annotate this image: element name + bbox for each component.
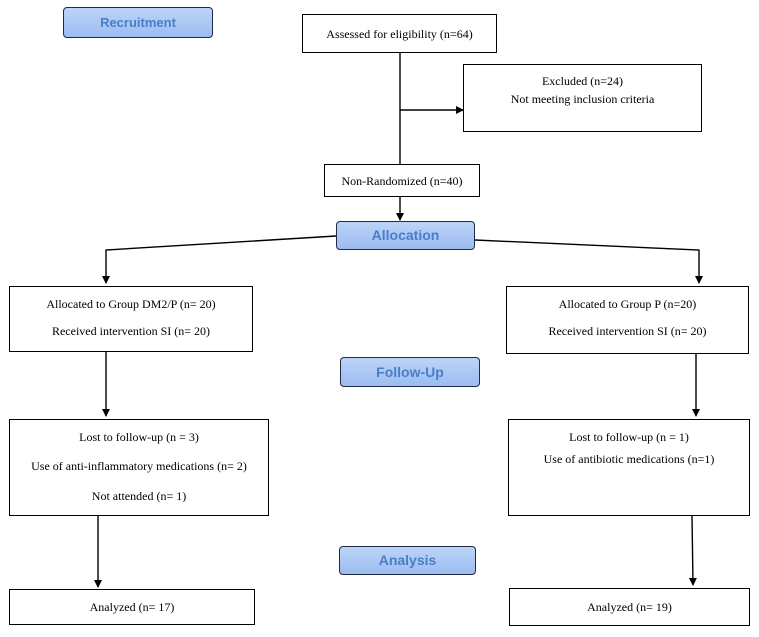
non-randomized-box: Non-Randomized (n=40) — [324, 164, 480, 197]
right-allocated-text: Allocated to Group P (n=20) — [558, 297, 697, 311]
left-allocated-text: Allocated to Group DM2/P (n= 20) — [46, 297, 216, 311]
connector-right-lost-to-analyzed — [688, 515, 697, 586]
stage-allocation: Allocation — [336, 221, 475, 250]
stage-recruitment-label: Recruitment — [100, 15, 176, 30]
assessed-box: Assessed for eligibility (n=64) — [302, 14, 497, 53]
left-lost-box: Lost to follow-up (n = 3) Use of anti-in… — [9, 419, 269, 516]
stage-allocation-label: Allocation — [371, 227, 440, 243]
connector-allocation-to-left-arm — [102, 235, 337, 284]
right-allocated-box: Allocated to Group P (n=20) Received int… — [506, 286, 749, 354]
assessed-text: Assessed for eligibility (n=64) — [326, 27, 473, 41]
stage-follow-up-label: Follow-Up — [376, 364, 444, 380]
non-randomized-text: Non-Randomized (n=40) — [341, 174, 463, 188]
stage-follow-up: Follow-Up — [340, 357, 480, 387]
right-lost-text: Lost to follow-up (n = 1) — [569, 430, 689, 444]
right-received-text: Received intervention SI (n= 20) — [548, 324, 707, 338]
left-analyzed-box: Analyzed (n= 17) — [9, 589, 255, 625]
right-analyzed-box: Analyzed (n= 19) — [509, 588, 750, 626]
excluded-text: Excluded (n=24) — [541, 74, 624, 88]
right-lost-box: Lost to follow-up (n = 1) Use of antibio… — [508, 419, 750, 516]
right-lost-reason-1-text: Use of antibiotic medications (n=1) — [543, 452, 715, 466]
left-lost-reason-2-text: Not attended (n= 1) — [91, 489, 187, 503]
excluded-reason-text: Not meeting inclusion criteria — [510, 92, 655, 106]
stage-analysis-label: Analysis — [378, 552, 437, 568]
stage-analysis: Analysis — [339, 546, 476, 575]
left-lost-text: Lost to follow-up (n = 3) — [79, 430, 199, 444]
excluded-box: Excluded (n=24) Not meeting inclusion cr… — [463, 64, 702, 132]
left-received-text: Received intervention SI (n= 20) — [51, 324, 211, 338]
left-allocated-box: Allocated to Group DM2/P (n= 20) Receive… — [9, 286, 253, 352]
left-lost-reason-1-text: Use of anti-inflammatory medications (n=… — [31, 459, 247, 473]
stage-recruitment: Recruitment — [63, 7, 213, 38]
right-analyzed-text: Analyzed (n= 19) — [587, 600, 672, 614]
connector-allocation-to-right-arm — [474, 239, 703, 284]
left-analyzed-text: Analyzed (n= 17) — [89, 600, 175, 614]
